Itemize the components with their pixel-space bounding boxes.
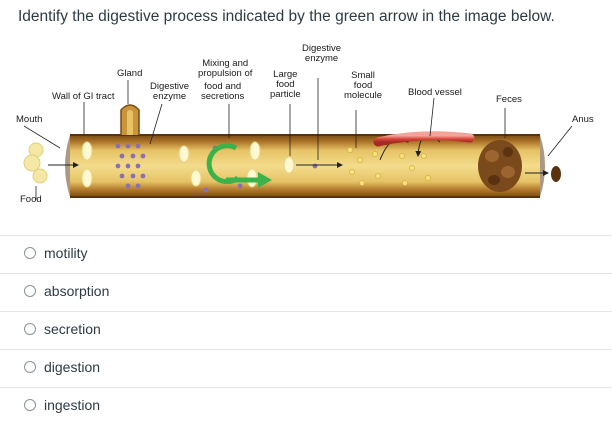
green-arrow [206,143,272,188]
option-ingestion[interactable]: ingestion [0,387,612,426]
pointer-lines [23,78,573,200]
option-label: secretion [44,321,101,337]
label-wall: Wall of GI tract [52,91,115,102]
radio-button[interactable] [24,361,36,373]
gi-tract [65,134,545,198]
feces-mass [478,140,561,192]
label-small-food: Small food molecule [344,70,383,101]
label-digestive-enzyme: Digestive enzyme [150,81,190,102]
option-label: digestion [44,359,101,375]
option-digestion[interactable]: digestion [0,349,612,388]
diagram-svg [23,78,573,200]
radio-button[interactable] [24,285,36,297]
blood-vessel-shape [373,131,475,147]
option-label: motility [44,245,88,261]
label-food: Food [20,194,42,205]
food-particles [23,142,48,184]
option-label: ingestion [44,397,101,413]
label-blood-vessel: Blood vessel [408,87,462,98]
radio-button[interactable] [24,247,36,259]
label-mixing: Mixing and propulsion of [198,58,253,79]
digestive-diagram: Digestive enzyme Mixing and propulsion o… [0,38,612,228]
label-large-food: Large food particle [270,69,301,100]
large-food-particles [81,141,295,188]
option-label: absorption [44,283,110,299]
label-food-secretions: food and secretions [201,81,245,102]
label-gland: Gland [117,68,143,79]
radio-button[interactable] [24,323,36,335]
question-text: Identify the digestive process indicated… [18,8,555,25]
small-food-molecules [347,147,431,186]
option-motility[interactable]: motility [0,235,612,274]
gland-shape [120,104,140,135]
label-feces: Feces [496,94,522,105]
label-digestive-enzyme-top: Digestive enzyme [302,43,342,64]
label-mouth: Mouth [16,114,43,125]
option-absorption[interactable]: absorption [0,273,612,312]
radio-button[interactable] [24,399,36,411]
label-anus: Anus [572,114,594,125]
option-secretion[interactable]: secretion [0,311,612,350]
